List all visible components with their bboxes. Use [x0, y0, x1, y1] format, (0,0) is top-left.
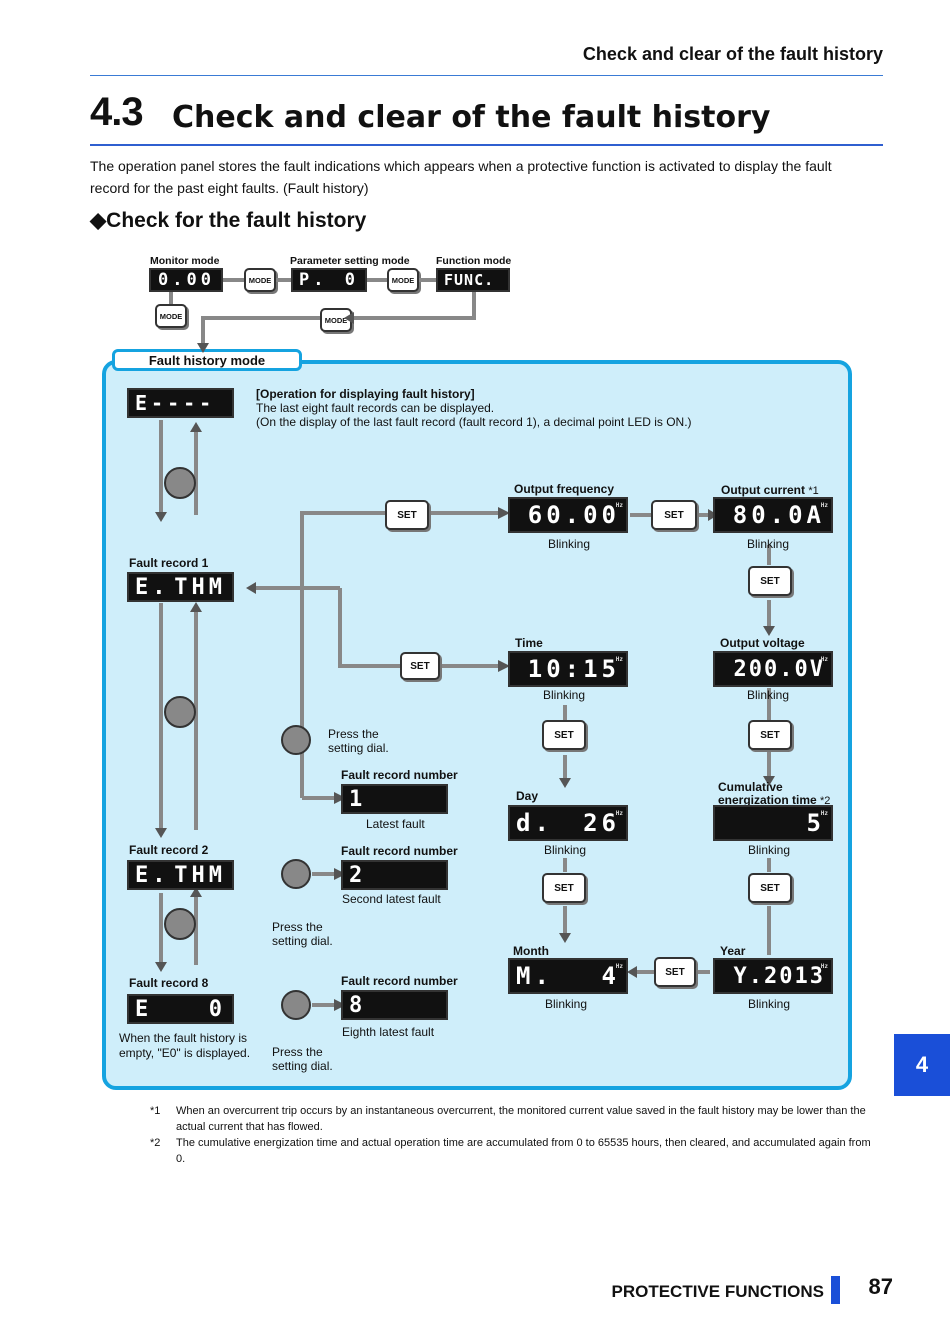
day-blinking: Blinking [544, 843, 587, 857]
header-rule [90, 75, 883, 76]
set-key-5[interactable]: SET [542, 720, 586, 750]
press-dial-2a: Press the [272, 920, 323, 934]
output-voltage-blinking: Blinking [747, 688, 790, 702]
mode-key-3[interactable]: MODE [155, 304, 187, 328]
frn-label-8: Fault record number [341, 974, 458, 988]
parameter-mode-label: Parameter setting mode [290, 255, 410, 267]
set-key-2[interactable]: SET [400, 652, 440, 680]
output-current-label: Output current *1 [721, 483, 819, 497]
monitor-mode-label: Monitor mode [150, 255, 220, 267]
fault-record-1-display: E.THM [127, 572, 234, 602]
set-key-9[interactable]: SET [654, 957, 696, 987]
year-label: Year [720, 944, 746, 958]
set-key-4[interactable]: SET [748, 566, 792, 596]
running-header: Check and clear of the fault history [582, 44, 883, 64]
cumulative-label-1: Cumulative [718, 780, 783, 794]
op-line-2: (On the display of the last fault record… [256, 415, 692, 429]
set-key-6[interactable]: SET [748, 720, 792, 750]
section-number: 4.3 [90, 90, 144, 134]
frn-display-8: 8 [341, 990, 448, 1020]
output-current-blinking: Blinking [747, 537, 790, 551]
fault-record-1-label: Fault record 1 [129, 556, 209, 570]
intro-paragraph: The operation panel stores the fault ind… [90, 158, 832, 196]
op-title: [Operation for displaying fault history] [256, 387, 475, 401]
frn-caption-2: Second latest fault [342, 892, 441, 906]
parameter-display: P.0 [291, 268, 367, 292]
time-blinking: Blinking [543, 688, 586, 702]
day-label: Day [516, 789, 539, 803]
set-key-3[interactable]: SET [651, 500, 697, 530]
frn-label-2: Fault record number [341, 844, 458, 858]
subsection-title: ◆Check for the fault history [90, 209, 367, 232]
press-dial-2b: setting dial. [272, 934, 333, 948]
year-blinking: Blinking [748, 997, 791, 1011]
press-dial-3b: setting dial. [272, 1059, 333, 1073]
cumulative-label-2: energization time *2 [718, 793, 831, 807]
empty-note-line-1: When the fault history is [119, 1031, 248, 1045]
set-key-1[interactable]: SET [385, 500, 429, 530]
frn-label-1: Fault record number [341, 768, 458, 782]
fault-history-display: E---- [127, 388, 234, 418]
month-blinking: Blinking [545, 997, 588, 1011]
fault-record-2-display: E.THM [127, 860, 234, 890]
section-rule [90, 144, 883, 146]
output-voltage-label: Output voltage [720, 636, 805, 650]
mode-key-1[interactable]: MODE [244, 268, 276, 292]
monitor-display: 0.00 [149, 268, 223, 292]
output-frequency-label: Output frequency [514, 482, 615, 496]
empty-note-line-2: empty, "E0" is displayed. [119, 1046, 251, 1060]
footnote-2-mark: *2 [150, 1137, 161, 1149]
footnote-2-text: The cumulative energization time and act… [176, 1137, 871, 1165]
output-frequency-blinking: Blinking [548, 537, 591, 551]
op-line-1: The last eight fault records can be disp… [256, 401, 495, 415]
press-dial-1b: setting dial. [328, 741, 389, 755]
footer-chapter: PROTECTIVE FUNCTIONS [611, 1282, 824, 1301]
cumulative-blinking: Blinking [748, 843, 791, 857]
chapter-side-tab[interactable]: 4 [894, 1034, 950, 1096]
month-label: Month [513, 944, 549, 958]
set-key-7[interactable]: SET [542, 873, 586, 903]
footnote-1-text: When an overcurrent trip occurs by an in… [176, 1105, 866, 1133]
frn-caption-1: Latest fault [366, 817, 425, 831]
fault-record-8-label: Fault record 8 [129, 976, 209, 990]
function-mode-label: Function mode [436, 255, 512, 267]
page-number: 87 [868, 1274, 893, 1299]
function-display: FUNC. [436, 268, 510, 292]
frn-display-1: 1 [341, 784, 448, 814]
press-dial-3a: Press the [272, 1045, 323, 1059]
fault-record-2-label: Fault record 2 [129, 843, 209, 857]
footnote-1-mark: *1 [150, 1105, 161, 1117]
mode-key-2[interactable]: MODE [387, 268, 419, 292]
time-label: Time [515, 636, 543, 650]
frn-caption-8: Eighth latest fault [342, 1025, 435, 1039]
press-dial-1a: Press the [328, 727, 379, 741]
fault-history-tab: Fault history mode [112, 349, 302, 371]
frn-display-2: 2 [341, 860, 448, 890]
section-title: Check and clear of the fault history [172, 100, 771, 135]
set-key-8[interactable]: SET [748, 873, 792, 903]
footer-bar [831, 1276, 840, 1304]
